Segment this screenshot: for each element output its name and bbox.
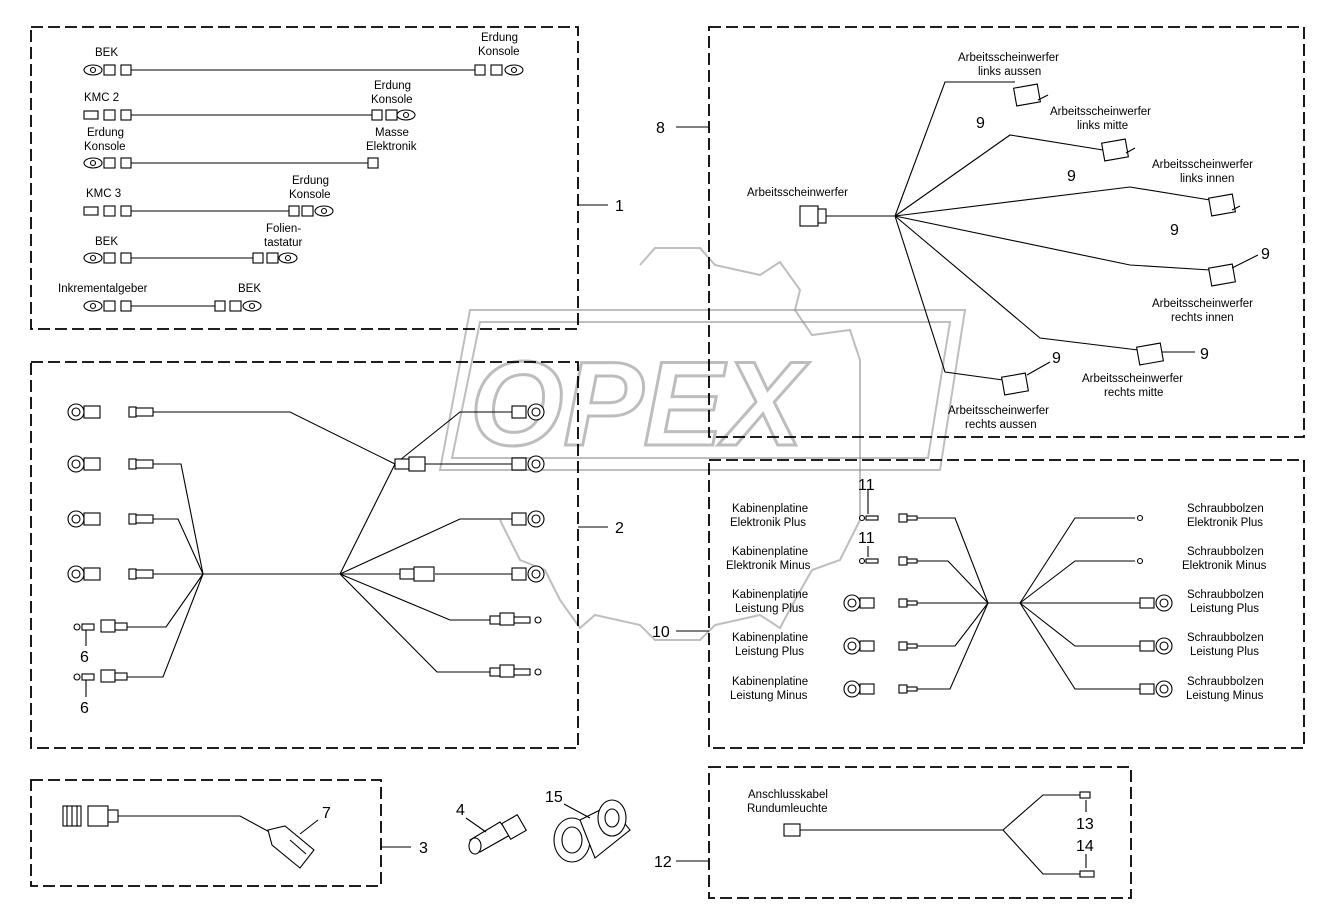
- callout-6: 6: [80, 700, 89, 717]
- label-erdung: Erdung: [292, 175, 329, 187]
- callout-4: 4: [456, 802, 465, 819]
- label-bek: BEK: [95, 236, 118, 248]
- watermark: OPEX: [438, 247, 967, 641]
- label-anschlusskabel: Anschlusskabel: [748, 789, 828, 801]
- callout-9: 9: [1052, 350, 1061, 367]
- label-arbeitsscheinwerfer: Arbeitsscheinwerfer: [1152, 159, 1253, 171]
- callout-13: 13: [1076, 816, 1094, 833]
- label-kmc2: KMC 2: [84, 92, 119, 104]
- callout-10: 10: [652, 624, 670, 641]
- label-arbeitsscheinwerfer: Arbeitsscheinwerfer: [958, 52, 1059, 64]
- label-arbeitsscheinwerfer: Arbeitsscheinwerfer: [1050, 106, 1151, 118]
- label-kabinenplatine: Kabinenplatine: [732, 676, 808, 688]
- group-1-cables: [83, 64, 524, 312]
- label-arbeitsscheinwerfer: Arbeitsscheinwerfer: [1152, 298, 1253, 310]
- label-konsole: Konsole: [371, 94, 413, 106]
- group-12-box: [708, 766, 1132, 899]
- callout-6: 6: [80, 649, 89, 666]
- label-kabinenplatine: Kabinenplatine: [732, 503, 808, 515]
- group-2-harness: [67, 403, 545, 683]
- callout-1: 1: [615, 198, 624, 215]
- label-arbeitsscheinwerfer: Arbeitsscheinwerfer: [948, 405, 1049, 417]
- callout-7: 7: [322, 805, 331, 822]
- label-links-mitte: links mitte: [1077, 120, 1128, 132]
- label-schraubbolzen: Schraubbolzen: [1187, 546, 1264, 558]
- label-elektronik-minus: Elektronik Minus: [1182, 560, 1267, 572]
- callout-9: 9: [1261, 246, 1270, 263]
- group-3-connector: [62, 805, 315, 869]
- label-schraubbolzen: Schraubbolzen: [1187, 632, 1264, 644]
- callout-8: 8: [656, 120, 665, 137]
- label-bek: BEK: [95, 47, 118, 59]
- group-10-harness: [843, 490, 1173, 698]
- group-8-box: [708, 26, 1305, 438]
- label-rechts-mitte: rechts mitte: [1104, 387, 1163, 399]
- label-rundumleuchte: Rundumleuchte: [747, 803, 828, 815]
- label-erdung: Erdung: [481, 32, 518, 44]
- label-leistung-minus: Leistung Minus: [730, 690, 808, 702]
- callout-15: 15: [545, 789, 563, 806]
- part-4-connector: [468, 813, 528, 855]
- lamp-plug: [1000, 83, 1237, 396]
- watermark-text: OPEX: [470, 337, 810, 471]
- label-erdung: Erdung: [374, 80, 411, 92]
- label-konsole: Konsole: [84, 141, 126, 153]
- callout-11: 11: [858, 530, 875, 547]
- callout-leaders: [381, 126, 709, 862]
- callout-numbers: 1 2 3 4 6 6 7 8 9 9 9 9 9 9 10 11 11 12 …: [80, 115, 1270, 871]
- label-inkrementalgeber: Inkrementalgeber: [58, 283, 148, 295]
- label-bek: BEK: [238, 283, 261, 295]
- label-erdung: Erdung: [87, 127, 124, 139]
- label-schraubbolzen: Schraubbolzen: [1187, 676, 1264, 688]
- label-leistung-plus: Leistung Plus: [1190, 646, 1259, 658]
- group-1-box: [30, 26, 579, 330]
- label-arbeitsscheinwerfer: Arbeitsscheinwerfer: [1082, 373, 1183, 385]
- group-12-harness: [783, 791, 1095, 878]
- label-rechts-innen: rechts innen: [1171, 312, 1234, 324]
- callout-9: 9: [976, 115, 985, 132]
- label-schraubbolzen: Schraubbolzen: [1187, 503, 1264, 515]
- label-leistung-plus: Leistung Plus: [1190, 603, 1259, 615]
- callout-9: 9: [1067, 168, 1076, 185]
- label-kabinenplatine: Kabinenplatine: [732, 546, 808, 558]
- label-elektronik: Elektronik: [366, 141, 417, 153]
- part-15-plug: [553, 799, 631, 863]
- label-leistung-minus: Leistung Minus: [1186, 690, 1264, 702]
- label-kabinenplatine: Kabinenplatine: [732, 589, 808, 601]
- label-elektronik-plus: Elektronik Plus: [1187, 517, 1263, 529]
- label-leistung-plus: Leistung Plus: [735, 646, 804, 658]
- callout-12: 12: [654, 854, 672, 871]
- label-rechts-aussen: rechts aussen: [965, 419, 1037, 431]
- group-2-box: [30, 361, 579, 749]
- label-links-innen: links innen: [1180, 173, 1234, 185]
- label-folien: Folien-: [266, 223, 301, 235]
- label-masse: Masse: [375, 127, 409, 139]
- label-links-aussen: links aussen: [978, 66, 1041, 78]
- callout-9: 9: [1170, 222, 1179, 239]
- label-konsole: Konsole: [478, 46, 520, 58]
- label-konsole: Konsole: [289, 189, 331, 201]
- label-kmc3: KMC 3: [86, 188, 121, 200]
- callout-3: 3: [419, 840, 428, 857]
- label-arbeitsscheinwerfer: Arbeitsscheinwerfer: [747, 187, 848, 199]
- ring-terminal: [67, 403, 154, 683]
- callout-2: 2: [615, 520, 624, 537]
- label-tastatur: tastatur: [264, 237, 303, 249]
- label-elektronik-minus: Elektronik Minus: [726, 560, 811, 572]
- callout-9: 9: [1200, 346, 1209, 363]
- label-leistung-plus: Leistung Plus: [735, 603, 804, 615]
- group-3-box: [30, 779, 382, 887]
- group-10-box: [708, 459, 1305, 749]
- label-kabinenplatine: Kabinenplatine: [732, 632, 808, 644]
- label-elektronik-plus: Elektronik Plus: [730, 517, 806, 529]
- label-schraubbolzen: Schraubbolzen: [1187, 589, 1264, 601]
- callout-14: 14: [1076, 838, 1094, 855]
- callout-11: 11: [858, 477, 875, 494]
- group-8-harness: [799, 81, 1259, 396]
